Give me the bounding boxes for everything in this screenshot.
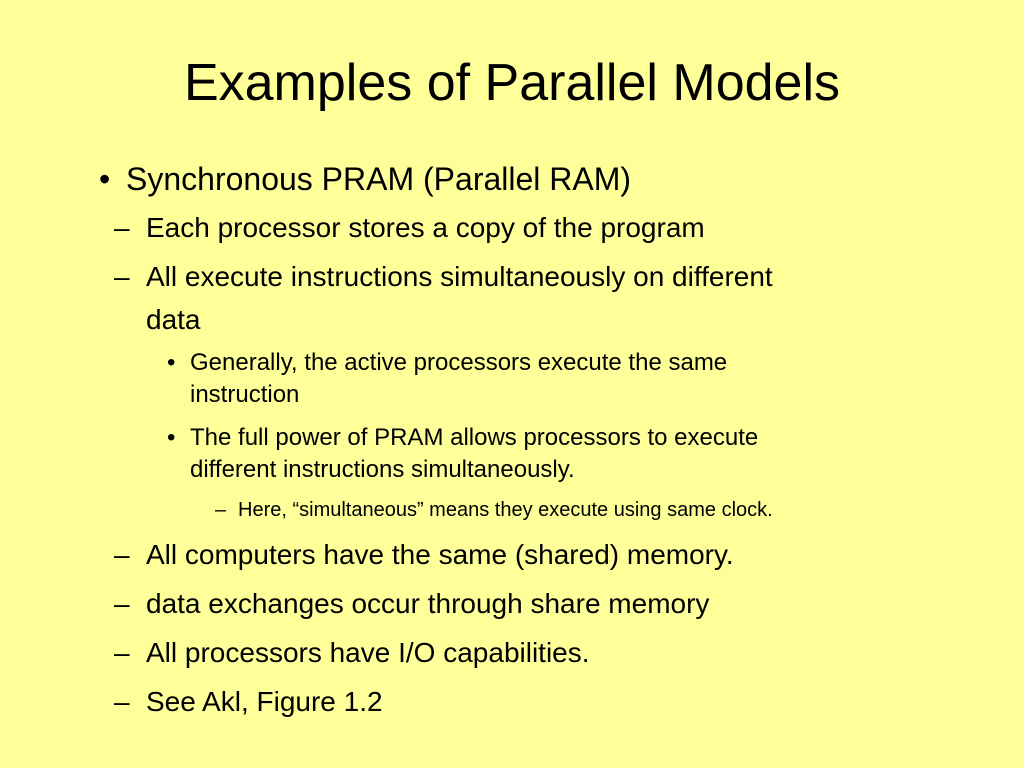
bullet-marker: • [99, 161, 111, 197]
sub-sub-item-text-line-2: different instructions simultaneously. [190, 456, 575, 483]
dash-marker: – [114, 588, 130, 619]
sub-item-text-line-1: All execute instructions simultaneously … [146, 261, 773, 292]
sub-item-text: All processors have I/O capabilities. [146, 637, 590, 668]
sub-sub-item-text-line-2: instruction [190, 381, 300, 408]
sub-item-text-line-2: data [146, 304, 201, 335]
sub-item-text: Each processor stores a copy of the prog… [146, 212, 705, 243]
sub-sub-item-text-line-1: The full power of PRAM allows processors… [190, 424, 759, 451]
sub-item-text: See Akl, Figure 1.2 [146, 686, 383, 717]
bullet-marker: • [167, 424, 176, 451]
sub-item-text: data exchanges occur through share memor… [146, 588, 710, 619]
dash-marker: – [114, 261, 130, 292]
dash-marker: – [114, 212, 130, 243]
slide-title: Examples of Parallel Models [183, 54, 841, 112]
bullet-text: Synchronous PRAM (Parallel RAM) [126, 161, 632, 197]
dash-marker: – [114, 637, 130, 668]
sub-sub-item-text-line-1: Generally, the active processors execute… [190, 349, 728, 376]
bullet-marker: • [167, 349, 176, 376]
dash-marker: – [114, 539, 130, 570]
dash-marker: – [215, 499, 227, 521]
sub-item-text: All computers have the same (shared) mem… [146, 539, 734, 570]
level-4-item-text: Here, “simultaneous” means they execute … [238, 499, 773, 521]
dash-marker: – [114, 686, 130, 717]
